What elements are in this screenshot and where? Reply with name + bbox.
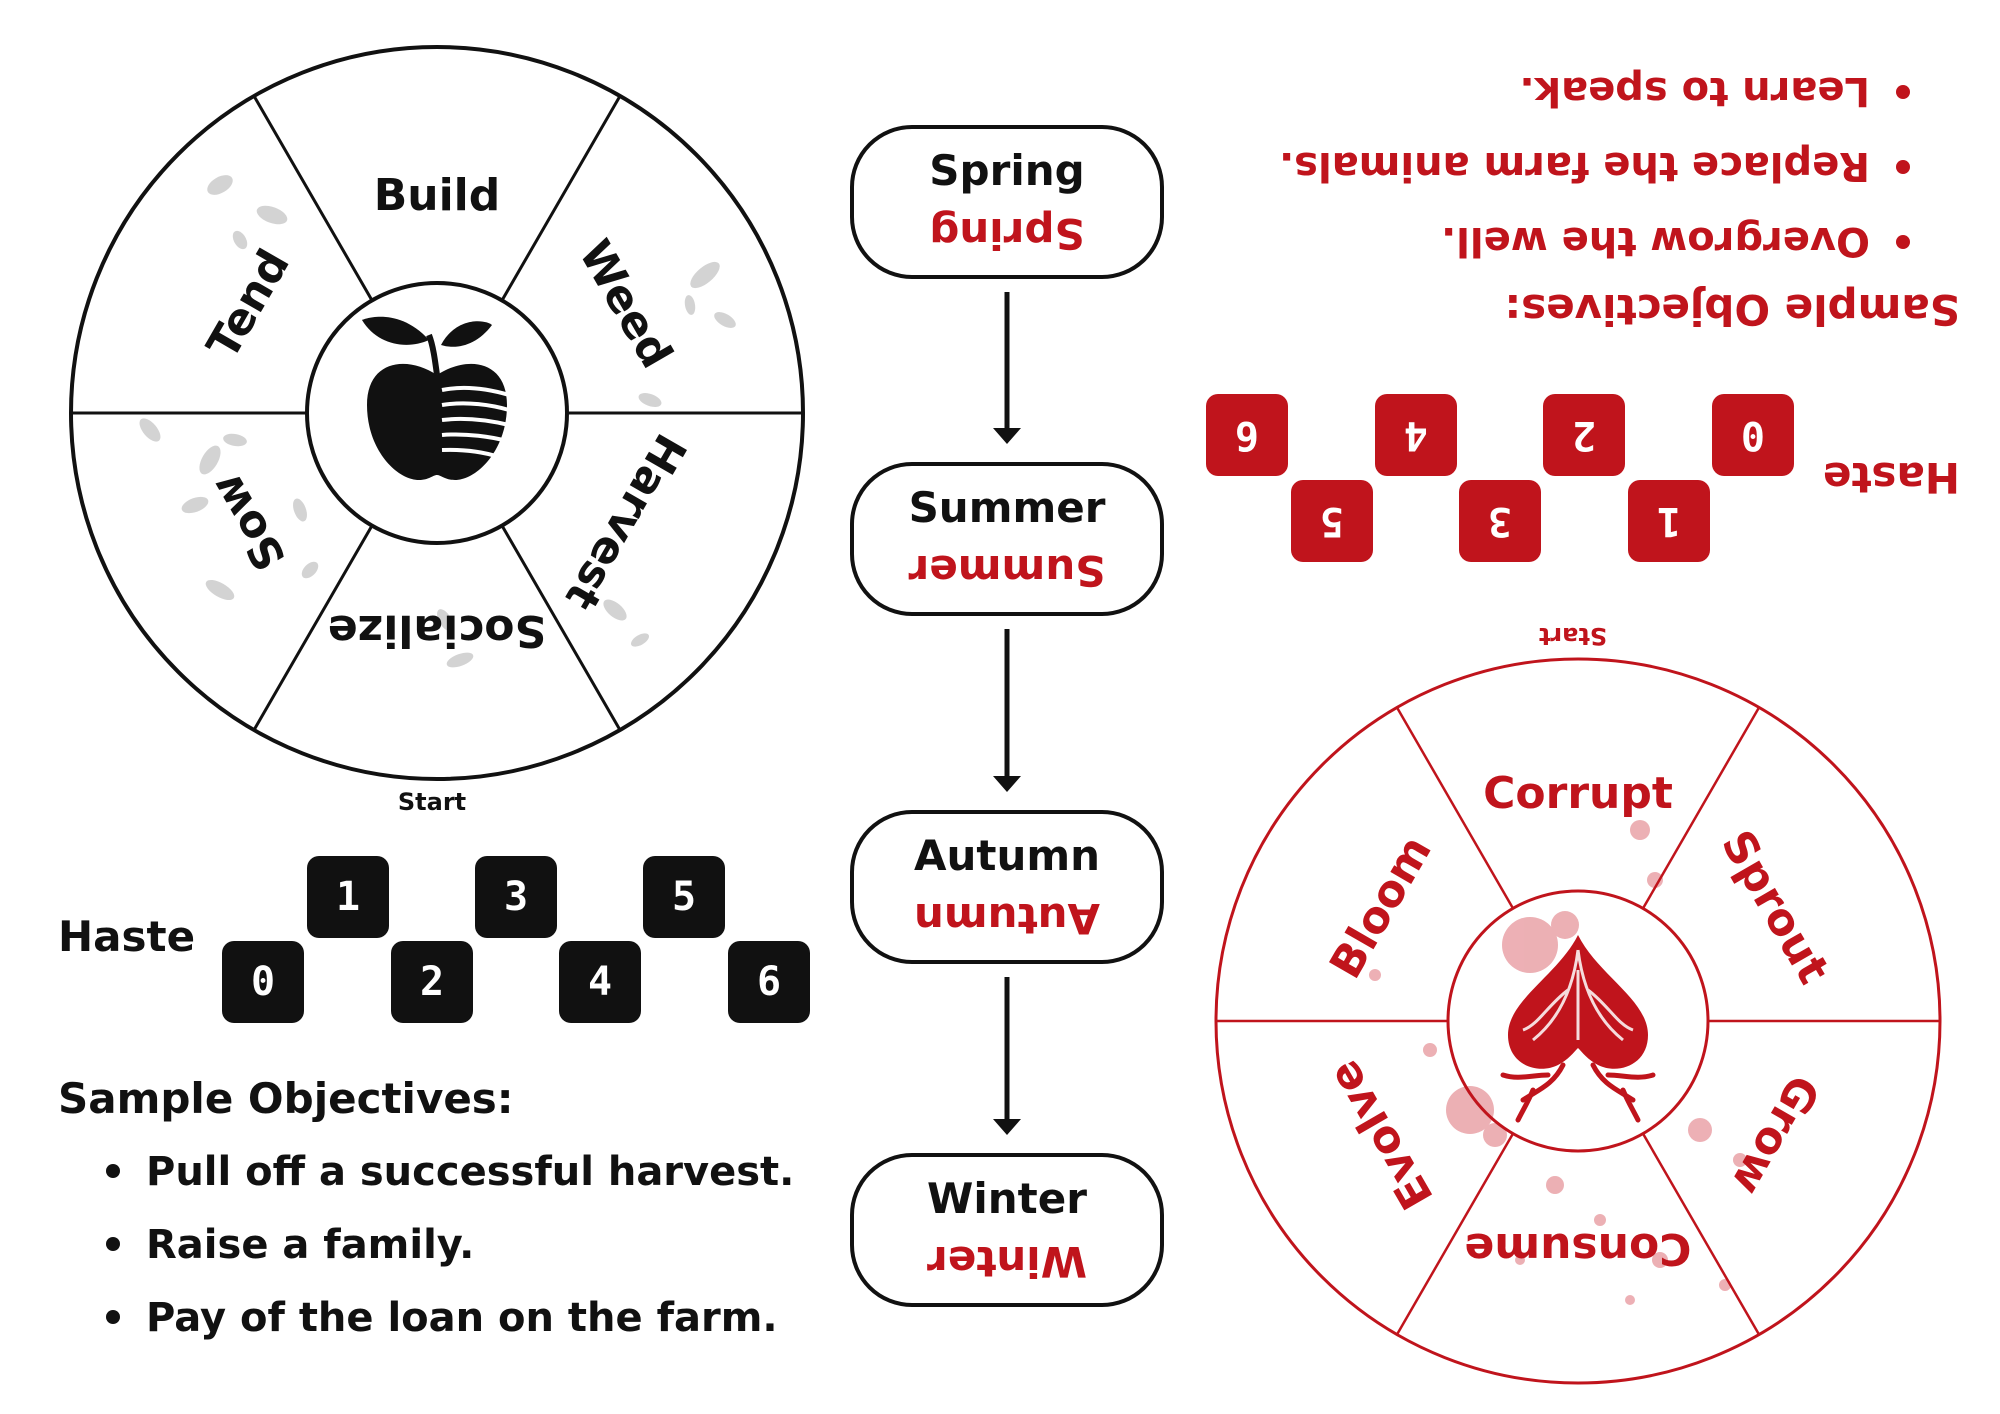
leaf-decorations [139,175,736,668]
left-haste-box-2: 2 [391,941,473,1023]
season-arrow [993,629,1021,792]
left-haste-box-1: 1 [307,856,389,938]
left-objective-item: Raise a family. [106,1222,474,1268]
season-arrow [993,977,1021,1135]
right-objectives-title: Sample Objectives: [1504,285,1960,334]
left-haste-box-4: 4 [559,941,641,1023]
season-arrow [993,292,1021,444]
left-haste-track: 0 1 2 3 4 5 6 [222,856,810,1023]
blood-splatter [1369,820,1747,1305]
right-wheel-segment-corrupt: Corrupt [1483,768,1673,819]
left-wheel-segment-build: Build [374,170,501,221]
right-haste-label: Haste [1823,453,1960,502]
right-haste-value: 5 [1320,498,1344,544]
right-wheel-spoke [1395,1132,1515,1336]
right-haste-value: 0 [1741,412,1765,458]
right-objectives: Sample Objectives: Overgrow the well. Rep… [1279,68,1960,334]
left-wheel-segment-harvest: Harvest [555,425,696,618]
left-haste-value: 1 [336,874,360,920]
left-haste-value: 4 [588,959,612,1005]
right-wheel-segment-grow: Grow [1721,1066,1830,1203]
right-wheel-spoke [1641,1132,1761,1336]
right-objective-item: Learn to speak. [1519,68,1910,114]
objective-text: Raise a family. [146,1222,474,1268]
right-haste-value: 2 [1572,412,1596,458]
right-haste-value: 6 [1235,412,1259,458]
bullet-icon [1896,85,1910,99]
season-name-flipped: Autumn [914,894,1100,943]
right-wheel-segment-sprout: Sprout [1711,822,1839,993]
left-wheel-spoke [252,95,374,302]
left-wheel-spoke [500,95,622,302]
right-haste-box-3: 3 [1459,480,1541,562]
right-wheel-spoke [1395,706,1515,910]
season-name-flipped: Summer [908,546,1105,595]
left-wheel-spoke [500,524,622,731]
left-wheel-start-label: Start [398,788,466,816]
left-wheel-segment-tend: Tend [197,241,300,368]
bullet-icon [1896,235,1910,249]
bullet-icon [1896,160,1910,174]
right-haste-box-5: 5 [1291,480,1373,562]
left-haste-value: 6 [757,959,781,1005]
right-wheel-start-label: Start [1539,622,1607,650]
left-haste-value: 3 [504,874,528,920]
right-haste-box-0: 0 [1712,394,1794,476]
right-haste-value: 4 [1404,412,1428,458]
left-objectives-title: Sample Objectives: [58,1074,514,1123]
right-haste-box-6: 6 [1206,394,1288,476]
right-haste-value: 1 [1657,498,1681,544]
right-haste-box-4: 4 [1375,394,1457,476]
bullet-icon [106,1310,120,1324]
right-objective-item: Replace the farm animals. [1279,143,1910,189]
objective-text: Learn to speak. [1519,68,1870,114]
right-haste-box-2: 2 [1543,394,1625,476]
right-wheel-segment-evolve: Evolve [1318,1052,1443,1218]
season-name-flipped: Winter [927,1237,1087,1286]
left-haste-value: 5 [672,874,696,920]
left-haste-value: 0 [251,959,275,1005]
season-name: Autumn [914,831,1100,880]
left-wheel-segment-weed: Weed [569,232,682,377]
objective-text: Pay of the loan on the farm. [146,1295,778,1341]
right-wheel-segment-bloom: Bloom [1320,827,1442,987]
left-haste-box-0: 0 [222,941,304,1023]
season-name-flipped: Spring [929,209,1084,258]
bullet-icon [106,1237,120,1251]
season-track: SpringSpringSummerSummerAutumnAutumnWint… [850,125,1164,1307]
right-haste-value: 3 [1488,498,1512,544]
left-haste-box-3: 3 [475,856,557,938]
left-objectives: Sample Objectives: Pull off a successful… [58,1074,794,1341]
season-name: Summer [909,483,1106,532]
left-haste-value: 2 [420,959,444,1005]
right-objective-item: Overgrow the well. [1441,218,1910,264]
apple-icon [362,316,510,480]
right-haste-track: 0 1 2 3 4 5 6 [1206,394,1794,562]
left-wheel-spoke [252,524,374,731]
right-wheel-segment-consume: Consume [1464,1223,1691,1274]
objective-text: Pull off a successful harvest. [146,1149,794,1195]
left-wheel-segment-socialize: Socialize [328,605,546,656]
season-name: Spring [929,146,1084,195]
left-objective-item: Pay of the loan on the farm. [106,1295,778,1341]
right-haste-box-1: 1 [1628,480,1710,562]
left-haste-label: Haste [58,912,195,961]
left-haste-box-5: 5 [643,856,725,938]
right-wheel-spoke [1641,706,1761,910]
objective-text: Replace the farm animals. [1279,143,1870,189]
spade-roots-icon [1500,935,1656,1123]
left-wheel-segment-sow: Sow [201,465,296,579]
left-objective-item: Pull off a successful harvest. [106,1149,794,1195]
season-name: Winter [927,1174,1087,1223]
bullet-icon [106,1164,120,1178]
left-haste-box-6: 6 [728,941,810,1023]
objective-text: Overgrow the well. [1441,218,1870,264]
